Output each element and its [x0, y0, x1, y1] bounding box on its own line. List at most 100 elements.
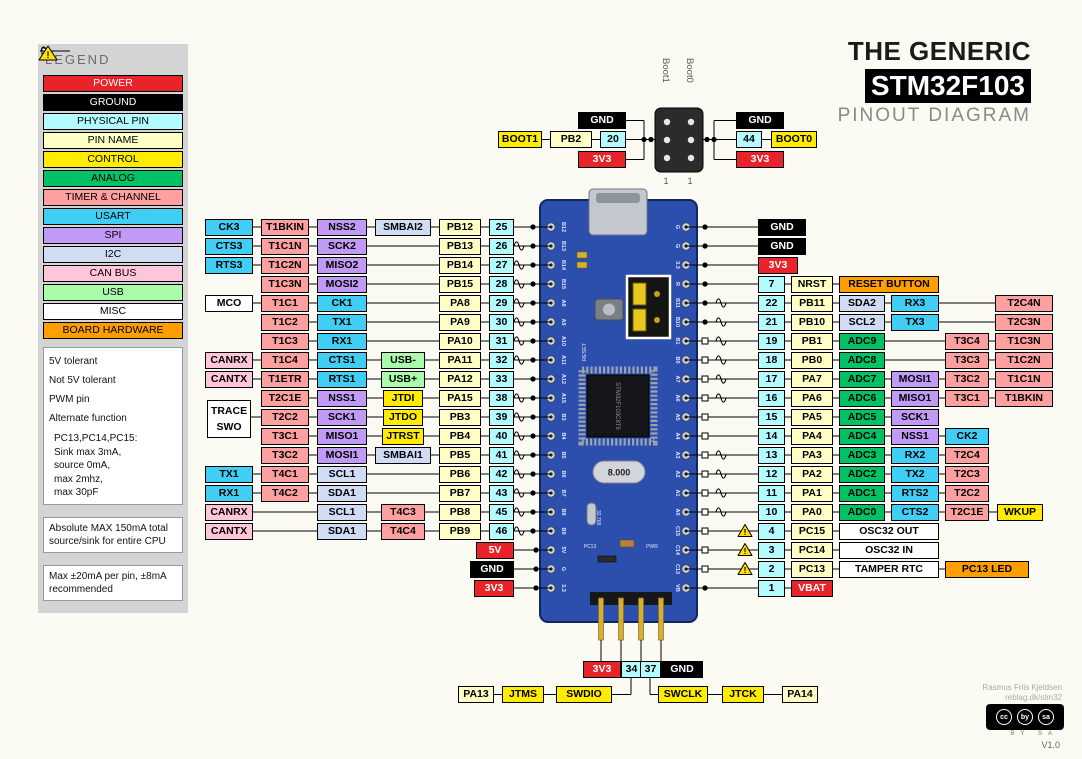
crystal-32k-label: 32.768 — [595, 510, 601, 526]
author-credit: Rasmus Friis Kjeldsen reblag.dk/stm32 — [982, 683, 1062, 703]
silk-label: B1 — [674, 337, 680, 344]
silk-label: A9 — [560, 318, 566, 325]
svg-text:!: ! — [744, 565, 747, 575]
legend-warning: ! PC13,PC14,PC15:Sink max 3mA,source 0mA… — [38, 45, 177, 500]
silk-label: A11 — [560, 355, 566, 365]
jumper-pin — [654, 291, 660, 297]
legend-item-spi: SPI — [43, 227, 183, 244]
crystal-8mhz-label: 8.000 — [608, 468, 631, 478]
legend-item-board-hardware: BOARD HARDWARE — [43, 322, 183, 339]
led-component — [576, 261, 588, 269]
swd-header — [590, 592, 672, 605]
chip-label: STM32F103C8T6 — [614, 382, 620, 430]
sa-icon: sa — [1038, 709, 1054, 725]
led-component — [576, 251, 588, 259]
legend-item-control: CONTROL — [43, 151, 183, 168]
boot1-column-label: Boot1 — [660, 58, 671, 83]
swd-pin — [638, 597, 644, 641]
bluepill-board: RESET STM32F103C8T6 8.000 32.768 PC13 PW… — [539, 58, 704, 641]
silk-label: G — [560, 567, 566, 571]
boot-jumper-block — [654, 107, 704, 173]
silk-label: C15 — [674, 526, 680, 536]
legend-item-power: POWER — [43, 75, 183, 92]
boot-jumper-cap — [632, 282, 647, 306]
by-icon: by — [1017, 709, 1033, 725]
usb-port-opening — [596, 193, 640, 203]
silk-label: B9 — [560, 527, 566, 534]
legend-item-can-bus: CAN BUS — [43, 265, 183, 282]
silk-label: B15 — [560, 279, 566, 289]
silk-label: A10 — [560, 336, 566, 346]
license-caption: BY SA — [1010, 731, 1058, 737]
silk-label: A5 — [674, 413, 680, 420]
legend-symbol-pwm: PWM pin — [40, 46, 177, 409]
legend-symbol-dot: 5V tolerant — [42, 48, 177, 371]
crystal-8mhz — [592, 460, 646, 484]
silk-label: A7 — [674, 375, 680, 382]
legend-heading: LEGEND — [45, 52, 111, 67]
boot-jumper-pins — [663, 118, 695, 162]
mcu-pins — [578, 366, 658, 446]
silk-label: A6 — [674, 394, 680, 401]
silk-label: R — [674, 282, 680, 286]
boot-jumper-position-label: 1 — [687, 176, 692, 186]
mcu-chip — [586, 374, 650, 438]
legend-item-i2c: I2C — [43, 246, 183, 263]
boot-jumper-position-label: 1 — [663, 176, 668, 186]
title-block: THE GENERIC STM32F103 PINOUT DIAGRAM — [838, 36, 1031, 127]
silk-label: A3 — [674, 451, 680, 458]
silk-label: VB — [674, 584, 680, 592]
silk-label: C13 — [674, 564, 680, 574]
legend-warning-text: PC13,PC14,PC15:Sink max 3mA,source 0mA,m… — [54, 433, 138, 498]
legend-item-usb: USB — [43, 284, 183, 301]
silk-label: B7 — [560, 489, 566, 496]
silk-label: B11 — [674, 298, 680, 308]
version-label: V1.0 — [1041, 740, 1060, 750]
legend-symbol-sq: Not 5V tolerant — [41, 47, 177, 390]
warning-icon: ! — [737, 543, 753, 556]
swd-pin — [618, 597, 624, 641]
silk-label: B12 — [560, 222, 566, 232]
silk-label: B10 — [674, 317, 680, 327]
silk-label: A1 — [674, 489, 680, 496]
warning-icon: ! — [737, 524, 753, 537]
pwr-silk-label: PWR — [646, 544, 658, 550]
component — [619, 539, 635, 548]
legend-item-timer-channel: TIMER & CHANNEL — [43, 189, 183, 206]
legend-item-ground: GROUND — [43, 94, 183, 111]
silk-label: C14 — [674, 545, 680, 556]
silk-label: B8 — [560, 508, 566, 515]
boot0-column-label: Boot0 — [684, 58, 695, 83]
boot-jumper-cap — [632, 308, 647, 332]
silk-label: B3 — [560, 413, 566, 420]
title-generic: THE GENERIC — [847, 36, 1031, 66]
reset-silk-label: RESET — [582, 342, 588, 361]
silk-label: B5 — [560, 451, 566, 458]
legend-symbol-line: Alternate function — [40, 50, 177, 428]
reset-button-cap — [603, 303, 615, 316]
legend-note-per-pin: Max ±20mA per pin, ±8mA recommended — [43, 564, 183, 601]
silk-label: G — [674, 225, 680, 229]
legend-note-max-current: Absolute MAX 150mA total source/sink for… — [43, 516, 183, 553]
swd-pin — [598, 597, 604, 641]
legend-item-analog: ANALOG — [43, 170, 183, 187]
cc-icon: cc — [996, 709, 1012, 725]
legend-item-pin-name: PIN NAME — [43, 132, 183, 149]
silk-label: A12 — [560, 374, 566, 384]
silk-label: A15 — [560, 393, 566, 403]
silk-label: B4 — [560, 432, 566, 440]
warning-icon: ! — [38, 45, 58, 61]
title-chip-name: STM32F103 — [864, 69, 1031, 103]
author-site: reblag.dk/stm32 — [1005, 693, 1062, 702]
silk-label: 5V — [560, 547, 566, 554]
legend-item-misc: MISC — [43, 303, 183, 320]
component — [597, 555, 617, 563]
legend-item-usart: USART — [43, 208, 183, 225]
silk-label: 3.3 — [674, 261, 680, 269]
silk-label: B0 — [674, 356, 680, 363]
pc13-silk-label: PC13 — [584, 544, 597, 550]
author-name: Rasmus Friis Kjeldsen — [982, 683, 1062, 692]
